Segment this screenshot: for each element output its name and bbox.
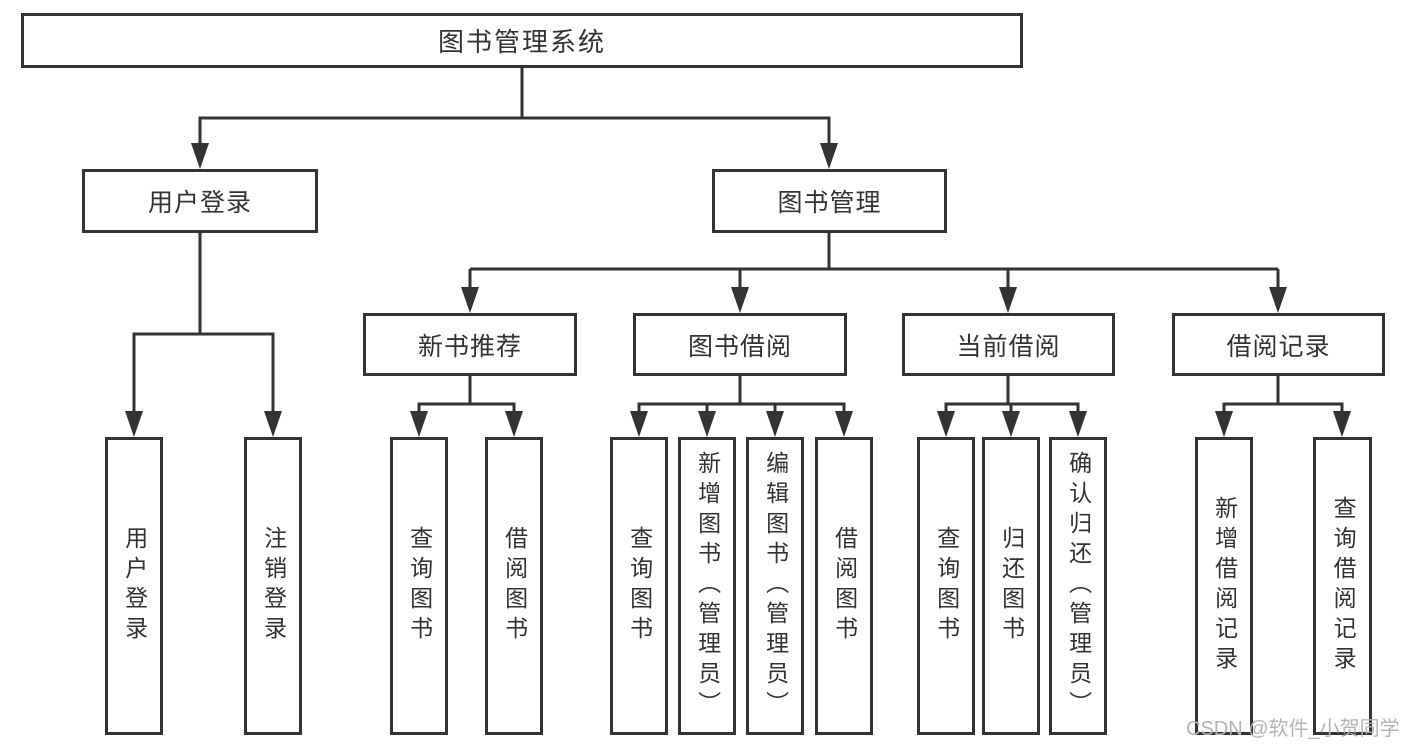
leaf-user-login: 用户登录 [105, 437, 163, 735]
node-book-management-label: 图书管理 [777, 189, 882, 217]
node-borrow-records: 借阅记录 [1172, 313, 1385, 376]
node-user-login-label: 用户登录 [147, 189, 252, 217]
leaf-add-book-admin: 新增图书（管理员） [678, 437, 736, 735]
watermark-text: CSDN @软件_小贺同学 [1186, 718, 1400, 740]
leaf-return-books-label: 归还图书 [998, 526, 1025, 646]
leaf-user-login-label: 用户登录 [121, 526, 148, 646]
leaf-query-books-borrow: 查询图书 [610, 437, 668, 735]
node-borrow-records-label: 借阅记录 [1226, 332, 1331, 361]
leaf-edit-book-admin: 编辑图书（管理员） [746, 437, 804, 735]
leaf-borrow-books-recommend-label: 借阅图书 [501, 526, 528, 646]
leaf-query-books-borrow-label: 查询图书 [626, 526, 653, 646]
node-root-label: 图书管理系统 [437, 27, 606, 57]
leaf-borrow-books: 借阅图书 [815, 437, 873, 735]
leaf-query-books-current-label: 查询图书 [933, 526, 960, 646]
node-root: 图书管理系统 [21, 13, 1023, 68]
leaf-query-borrow-record-label: 查询借阅记录 [1330, 496, 1357, 676]
leaf-confirm-return-admin-label: 确认归还（管理员） [1065, 451, 1092, 721]
leaf-return-books: 归还图书 [982, 437, 1040, 735]
leaf-add-book-admin-label: 新增图书（管理员） [694, 451, 721, 721]
node-book-management: 图书管理 [712, 169, 947, 233]
leaf-add-borrow-record: 新增借阅记录 [1195, 437, 1253, 735]
leaf-query-books-recommend: 查询图书 [390, 437, 448, 735]
leaf-borrow-books-label: 借阅图书 [831, 526, 858, 646]
leaf-add-borrow-record-label: 新增借阅记录 [1211, 496, 1238, 676]
leaf-logout: 注销登录 [244, 437, 302, 735]
leaf-borrow-books-recommend: 借阅图书 [485, 437, 543, 735]
leaf-confirm-return-admin: 确认归还（管理员） [1049, 437, 1107, 735]
leaf-logout-label: 注销登录 [260, 526, 287, 646]
node-current-borrow-label: 当前借阅 [956, 332, 1061, 361]
leaf-query-borrow-record: 查询借阅记录 [1313, 437, 1372, 735]
node-new-book-recommend: 新书推荐 [363, 313, 577, 376]
leaf-query-books-current: 查询图书 [917, 437, 975, 735]
node-book-borrow: 图书借阅 [633, 313, 847, 376]
node-current-borrow: 当前借阅 [902, 313, 1115, 376]
leaf-query-books-recommend-label: 查询图书 [406, 526, 433, 646]
node-new-book-recommend-label: 新书推荐 [417, 332, 522, 361]
leaf-edit-book-admin-label: 编辑图书（管理员） [762, 451, 789, 721]
node-book-borrow-label: 图书借阅 [687, 332, 792, 361]
node-user-login: 用户登录 [82, 169, 318, 233]
